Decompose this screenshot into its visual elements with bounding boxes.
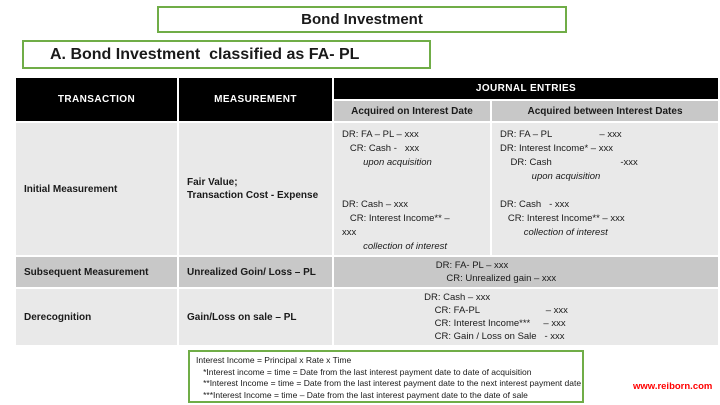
text-line — [500, 184, 718, 198]
subtitle-box: A. Bond Investment classified as FA- PL — [22, 40, 431, 69]
cell-measurement-initial: Fair Value; Transaction Cost - Expense — [179, 123, 332, 255]
text-line: *Interest income = time = Date from the … — [196, 366, 532, 377]
text-line — [342, 170, 490, 184]
journal-entries-table: TRANSACTION MEASUREMENT JOURNAL ENTRIES … — [16, 78, 718, 345]
text-line: DR: FA – PL – xxx — [342, 129, 419, 140]
text-line: upon acquisition — [500, 171, 601, 182]
text-line: xxx — [342, 227, 357, 238]
col-header-acquired-on-label: Acquired on Interest Date — [351, 105, 473, 117]
text-line: CR: Cash - xxx — [342, 143, 420, 154]
text-line: DR: Cash -xxx — [500, 157, 638, 168]
col-header-journal-entries: JOURNAL ENTRIES — [334, 78, 718, 99]
text-line: DR: FA- PL – xxx — [435, 260, 509, 271]
cell-measurement-subsequent: Unrealized Goin/ Loss – PL — [179, 257, 332, 287]
text-line: DR: Cash – xxx — [342, 199, 408, 210]
text-line: Gain/Loss on sale – PL — [187, 311, 297, 323]
cell-journal-subsequent: DR: FA- PL – xxx CR: Unrealized gain – x… — [334, 257, 718, 287]
journal-lines: DR: FA- PL – xxx CR: Unrealized gain – x… — [436, 259, 556, 285]
text-line: upon acquisition — [342, 157, 432, 168]
text-line: DR: Interest Income* – xxx — [500, 143, 613, 154]
section-heading: A. Bond Investment classified as FA- PL — [50, 45, 360, 63]
text-line: **Interest Income = time = Date from the… — [196, 378, 582, 388]
page-title: Bond Investment — [301, 11, 423, 28]
cell-transaction-initial-measurement: Initial Measurement — [16, 123, 177, 255]
cell-journal-derecognition: DR: Cash – xxx CR: FA-PL – xxx CR: Inter… — [334, 289, 718, 345]
cell-transaction-derecognition: Derecognition — [16, 289, 177, 345]
title-box: Bond Investment — [157, 6, 567, 33]
text-line: CR: Interest Income** – xxx — [500, 213, 625, 224]
text-line: CR: Interest Income** – — [342, 213, 450, 224]
col-header-transaction: TRANSACTION — [16, 78, 177, 121]
col-header-acquired-between-label: Acquired between Interest Dates — [527, 105, 683, 117]
journal-lines: DR: Cash – xxx CR: FA-PL – xxx CR: Inter… — [424, 291, 568, 343]
text-line: ***Interest Income = time – Date from th… — [196, 389, 528, 400]
text-line: Interest Income = Principal x Rate x Tim… — [196, 355, 352, 365]
cell-transaction-subsequent-measurement: Subsequent Measurement — [16, 257, 177, 287]
col-header-acquired-between-interest-dates: Acquired between Interest Dates — [492, 101, 718, 121]
text-line: Fair Value; — [187, 177, 238, 188]
text-line: CR: Unrealized gain – xxx — [435, 273, 557, 284]
cell-journal-initial-acquired-on: DR: FA – PL – xxx CR: Cash - xxx upon ac… — [334, 123, 490, 255]
col-header-acquired-on-interest-date: Acquired on Interest Date — [334, 101, 490, 121]
text-line: CR: FA-PL – xxx — [424, 305, 568, 316]
cell-measurement-derecognition: Gain/Loss on sale – PL — [179, 289, 332, 345]
text-line: CR: Gain / Loss on Sale - xxx — [424, 331, 565, 342]
col-header-transaction-label: TRANSACTION — [57, 94, 136, 105]
text-line: Unrealized Goin/ Loss – PL — [187, 266, 316, 278]
text-line: DR: Cash – xxx — [424, 292, 491, 303]
text-line: DR: FA – PL – xxx — [500, 129, 622, 140]
text-line: DR: Cash - xxx — [500, 199, 570, 210]
transaction-label: Subsequent Measurement — [24, 266, 149, 278]
text-line: collection of interest — [500, 227, 608, 238]
text-line: collection of interest — [342, 241, 448, 252]
footnote-box: Interest Income = Principal x Rate x Tim… — [188, 350, 584, 403]
transaction-label: Initial Measurement — [24, 183, 118, 195]
website-link: www.reiborn.com — [633, 381, 713, 392]
text-line — [342, 184, 490, 198]
col-header-measurement: MEASUREMENT — [179, 78, 332, 121]
col-header-measurement-label: MEASUREMENT — [214, 94, 297, 105]
text-line: Transaction Cost - Expense — [187, 190, 319, 201]
col-header-journal-entries-label: JOURNAL ENTRIES — [475, 83, 577, 94]
transaction-label: Derecognition — [24, 311, 92, 323]
text-line: CR: Interest Income*** – xxx — [424, 318, 566, 329]
